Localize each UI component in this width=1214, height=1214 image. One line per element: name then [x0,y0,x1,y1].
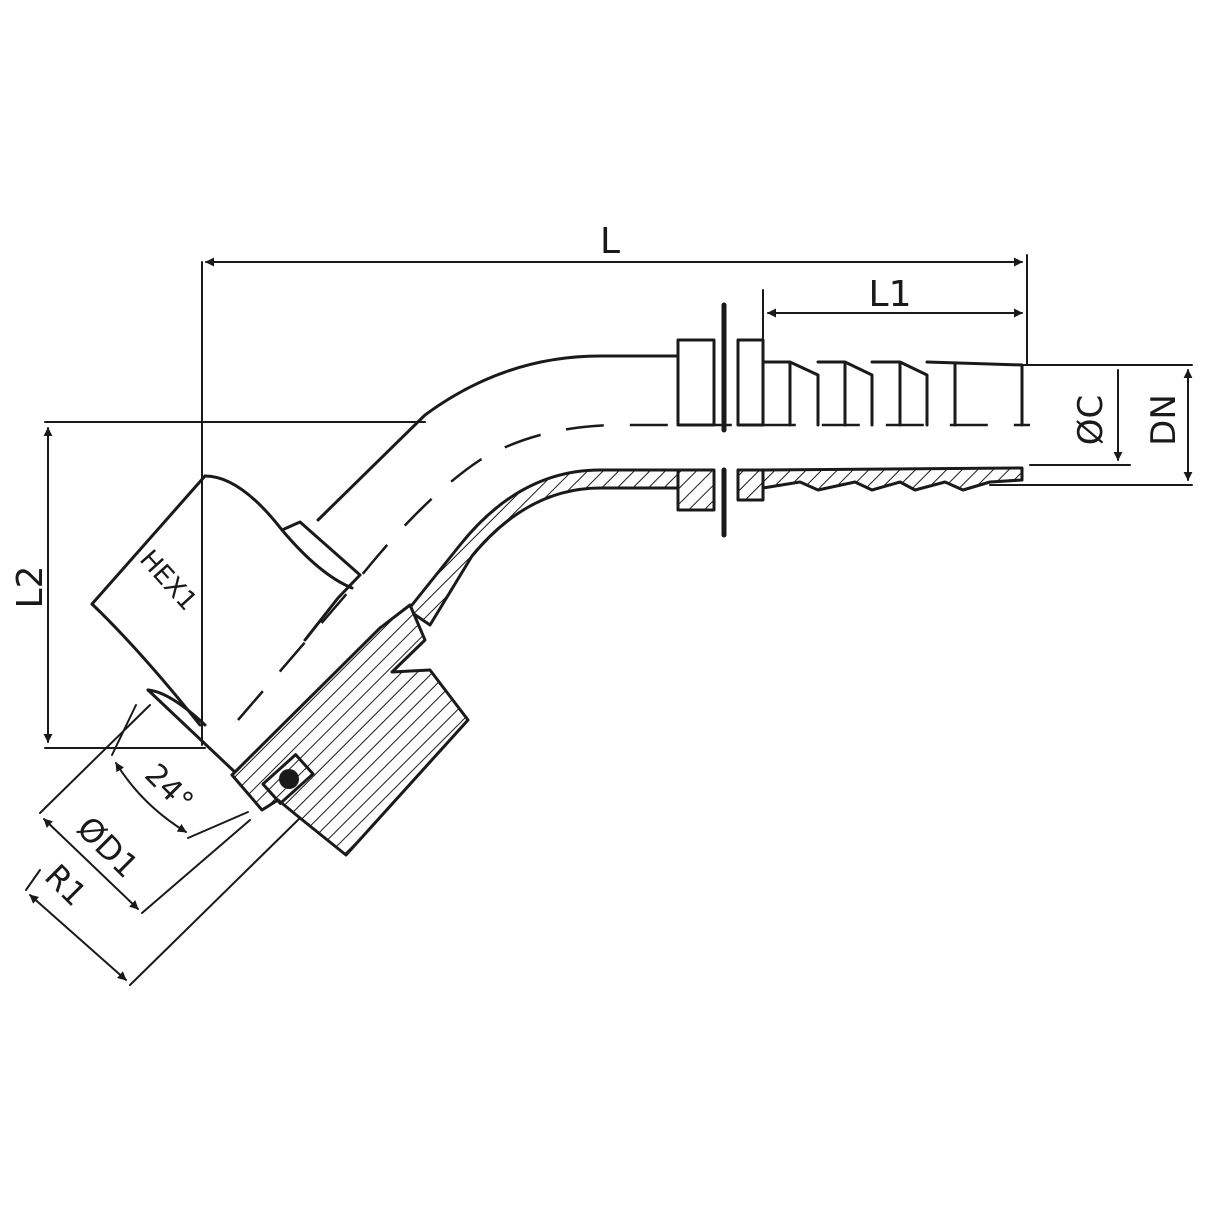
label-OC: ØC [1071,395,1111,446]
dim-line-R1 [29,894,127,981]
nut-section [230,603,470,857]
o-ring [279,769,299,789]
label-DN: DN [1144,394,1184,446]
label-L: L [600,221,620,262]
label-HEX1: HEX1 [133,544,202,616]
fitting-body [90,302,1030,857]
centre-line [237,423,1030,721]
dim-line-OD1 [43,818,139,910]
dim-arc-angle [115,762,187,833]
label-L1: L1 [869,274,912,315]
label-L2: L2 [10,566,51,609]
labels: L L1 L2 ØC DN HEX1 24° ØD1 R1 [10,221,1184,914]
label-R1: R1 [37,857,94,914]
dimensions [25,254,1193,986]
label-angle: 24° [138,757,200,819]
